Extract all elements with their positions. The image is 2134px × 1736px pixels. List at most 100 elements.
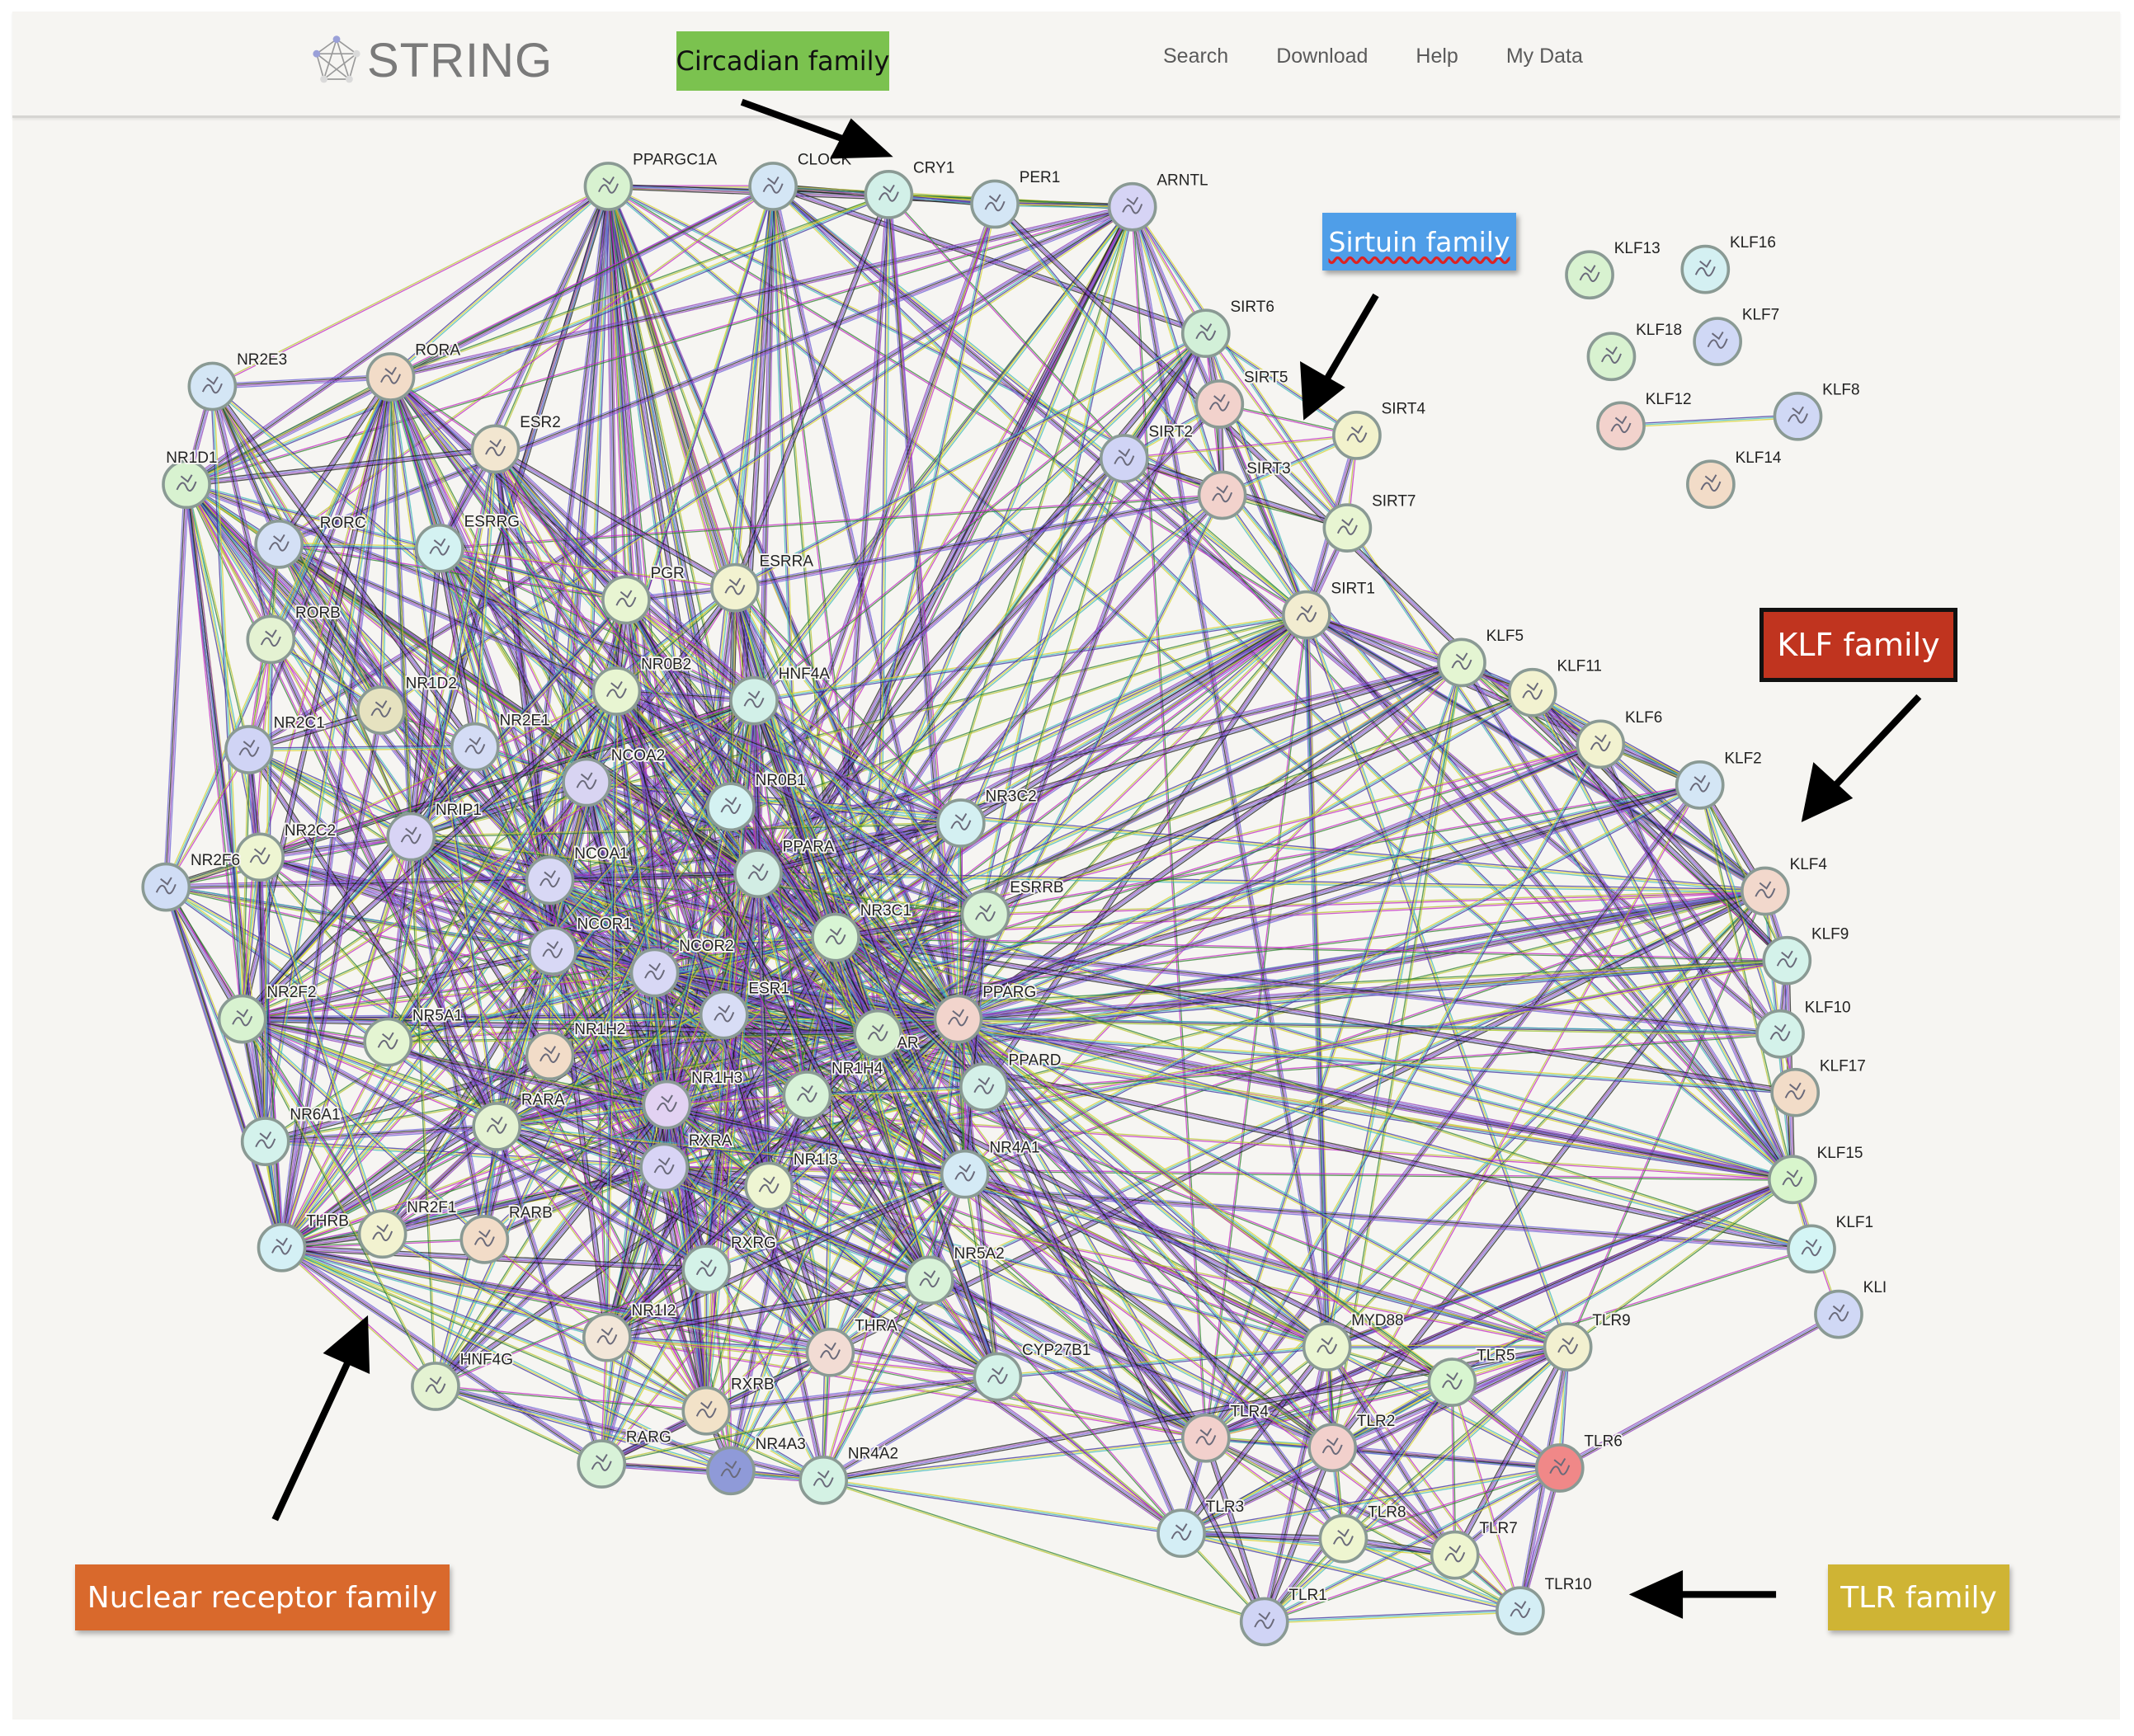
protein-node-klf1[interactable]: KLF1 xyxy=(1787,1212,1875,1274)
protein-node-sirt1[interactable]: SIRT1 xyxy=(1282,578,1377,640)
node-bubble[interactable] xyxy=(1675,760,1725,810)
interaction-edge[interactable] xyxy=(626,599,755,701)
interaction-edge[interactable] xyxy=(497,1105,667,1129)
interaction-edge[interactable] xyxy=(214,385,274,639)
interaction-edge[interactable] xyxy=(759,405,1222,876)
interaction-edge[interactable] xyxy=(807,1086,984,1096)
interaction-edge[interactable] xyxy=(1450,1382,1520,1611)
interaction-edge[interactable] xyxy=(439,547,736,588)
interaction-edge[interactable] xyxy=(835,911,986,936)
interaction-edge[interactable] xyxy=(615,691,986,915)
interaction-edge[interactable] xyxy=(614,691,768,1188)
interaction-edge[interactable] xyxy=(733,331,1206,587)
interaction-edge[interactable] xyxy=(1218,404,1307,616)
interaction-edge[interactable] xyxy=(1452,1382,1457,1555)
interaction-edge[interactable] xyxy=(985,889,1765,915)
protein-node-arntl[interactable]: ARNTL xyxy=(1107,171,1209,232)
interaction-edge[interactable] xyxy=(667,1104,998,1377)
interaction-edge[interactable] xyxy=(166,886,244,1019)
interaction-edge[interactable] xyxy=(959,496,1224,1020)
interaction-edge[interactable] xyxy=(753,332,1206,701)
interaction-edge[interactable] xyxy=(606,1278,930,1338)
node-bubble[interactable] xyxy=(905,1255,954,1306)
interaction-edge[interactable] xyxy=(243,1016,708,1268)
interaction-edge[interactable] xyxy=(386,599,626,1042)
interaction-edge[interactable] xyxy=(212,386,272,640)
interaction-edge[interactable] xyxy=(768,1018,959,1187)
protein-node-esrrg[interactable]: ESRRG xyxy=(415,512,521,573)
protein-node-nr2f1[interactable]: NR2F1 xyxy=(357,1197,458,1259)
interaction-edge[interactable] xyxy=(213,386,245,1019)
interaction-edge[interactable] xyxy=(473,449,495,747)
protein-node-rxrg[interactable]: RXRG xyxy=(681,1233,778,1295)
interaction-edge[interactable] xyxy=(758,873,999,1377)
interaction-edge[interactable] xyxy=(1558,1313,1839,1468)
interaction-edge[interactable] xyxy=(388,600,628,1043)
interaction-edge[interactable] xyxy=(601,1268,707,1465)
protein-node-sirt6[interactable]: SIRT6 xyxy=(1180,297,1276,359)
interaction-edge[interactable] xyxy=(1343,1468,1561,1541)
interaction-edge[interactable] xyxy=(439,548,617,692)
interaction-edge[interactable] xyxy=(997,1376,1183,1534)
node-bubble[interactable] xyxy=(681,1386,732,1436)
protein-node-klf6[interactable]: KLF6 xyxy=(1576,708,1664,769)
interaction-edge[interactable] xyxy=(599,972,654,1464)
interaction-edge[interactable] xyxy=(822,1374,997,1480)
interaction-edge[interactable] xyxy=(247,750,411,839)
nav-search[interactable]: Search xyxy=(1163,45,1229,68)
interaction-edge[interactable] xyxy=(997,1348,1327,1379)
interaction-edge[interactable] xyxy=(959,1017,1458,1555)
interaction-edge[interactable] xyxy=(1533,690,1783,1033)
protein-node-tlr6[interactable]: TLR6 xyxy=(1534,1432,1624,1493)
node-bubble[interactable] xyxy=(973,1352,1023,1402)
interaction-edge[interactable] xyxy=(1206,614,1308,1438)
interaction-edge[interactable] xyxy=(167,886,284,1248)
interaction-edge[interactable] xyxy=(241,1020,706,1273)
interaction-edge[interactable] xyxy=(243,1016,966,1173)
node-bubble[interactable] xyxy=(356,685,406,735)
interaction-edge[interactable] xyxy=(435,1385,707,1411)
interaction-edge[interactable] xyxy=(496,1127,965,1177)
interaction-edge[interactable] xyxy=(615,691,808,1096)
interaction-edge[interactable] xyxy=(756,873,998,1378)
interaction-edge[interactable] xyxy=(959,664,1463,1022)
protein-node-nr2c2[interactable]: NR2C2 xyxy=(235,821,337,882)
interaction-edge[interactable] xyxy=(243,1017,930,1280)
interaction-edge[interactable] xyxy=(888,193,1794,1180)
interaction-edge[interactable] xyxy=(277,376,391,544)
interaction-edge[interactable] xyxy=(602,1269,709,1465)
interaction-edge[interactable] xyxy=(664,1165,965,1174)
interaction-edge[interactable] xyxy=(439,548,735,590)
interaction-edge[interactable] xyxy=(601,1375,998,1464)
interaction-edge[interactable] xyxy=(835,661,1463,939)
interaction-edge[interactable] xyxy=(754,333,1207,702)
interaction-edge[interactable] xyxy=(281,1247,707,1412)
node-bubble[interactable] xyxy=(959,1062,1009,1112)
interaction-edge[interactable] xyxy=(964,1173,1569,1347)
interaction-edge[interactable] xyxy=(497,1034,1781,1128)
interaction-edge[interactable] xyxy=(615,690,966,1175)
interaction-edge[interactable] xyxy=(806,1095,1327,1348)
interaction-edge[interactable] xyxy=(282,616,1308,1250)
node-bubble[interactable] xyxy=(864,170,914,219)
interaction-edge[interactable] xyxy=(1532,692,1793,1180)
interaction-edge[interactable] xyxy=(606,1335,831,1352)
interaction-edge[interactable] xyxy=(664,960,1788,1169)
interaction-edge[interactable] xyxy=(186,485,626,602)
protein-node-nr6a1[interactable]: NR6A1 xyxy=(240,1105,342,1166)
interaction-edge[interactable] xyxy=(667,873,760,1106)
interaction-edge[interactable] xyxy=(734,587,879,1034)
interaction-edge[interactable] xyxy=(186,377,392,486)
interaction-edge[interactable] xyxy=(1450,1382,1455,1555)
interaction-edge[interactable] xyxy=(823,1478,1182,1533)
interaction-edge[interactable] xyxy=(733,588,985,916)
interaction-edge[interactable] xyxy=(412,835,488,1240)
interaction-edge[interactable] xyxy=(186,205,1133,485)
protein-node-tlr9[interactable]: TLR9 xyxy=(1543,1310,1632,1372)
interaction-edge[interactable] xyxy=(705,873,759,1411)
node-bubble[interactable] xyxy=(1814,1289,1863,1339)
interaction-edge[interactable] xyxy=(390,186,774,379)
protein-node-nr4a2[interactable]: NR4A2 xyxy=(798,1444,900,1505)
interaction-edge[interactable] xyxy=(1520,1468,1562,1611)
